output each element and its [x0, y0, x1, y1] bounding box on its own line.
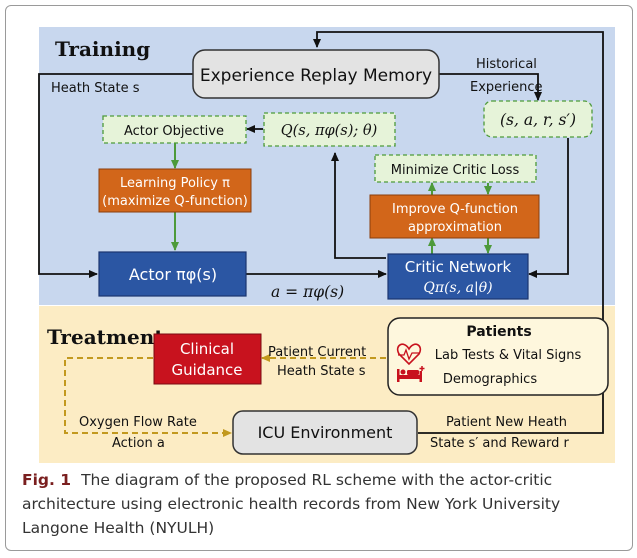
experience-replay-memory-label: Experience Replay Memory	[200, 66, 432, 86]
patients-title: Patients	[466, 324, 531, 340]
actor-objective-label: Actor Objective	[124, 124, 224, 139]
patients-labs-label: Lab Tests & Vital Signs	[435, 348, 582, 363]
learning-policy-line2: (maximize Q-function)	[102, 194, 248, 209]
heart-pulse-icon	[396, 343, 422, 366]
icu-environment-node: ICU Environment	[232, 410, 418, 455]
oxygen-flow-label: Oxygen Flow Rate	[79, 415, 197, 430]
experience-to-critic-arrow	[528, 138, 569, 278]
caption-text: The diagram of the proposed RL scheme wi…	[22, 471, 561, 537]
learning-policy-line1: Learning Policy π	[120, 176, 230, 191]
action-equation-label: a = πφ(s)	[271, 283, 344, 301]
patients-demographics-label: Demographics	[443, 372, 537, 387]
current-heath-state-label: Heath State s	[277, 364, 366, 379]
learning-policy-node: Learning Policy π (maximize Q-function)	[98, 168, 252, 213]
critic-network-line2: Qπ(s, a|θ)	[423, 280, 492, 296]
clinical-guidance-line2: Guidance	[172, 361, 243, 379]
minimize-critic-loss-node: Minimize Critic Loss	[374, 154, 537, 183]
q-value-node: Q(s, πφ(s); θ)	[263, 112, 396, 147]
new-state-reward-label: State s′ and Reward r	[430, 436, 570, 451]
actor-objective-node: Actor Objective	[102, 115, 247, 144]
critic-to-q-arrow	[331, 152, 386, 259]
treatment-title: Treatment	[47, 325, 164, 349]
sars-tuple-node: (s, a, r, s′)	[483, 100, 593, 138]
actor-label: Actor πφ(s)	[129, 265, 217, 284]
icu-to-replay-arrow	[313, 31, 604, 434]
patient-current-label: Patient Current	[268, 345, 366, 360]
experience-label: Experience	[470, 80, 543, 95]
improve-q-node: Improve Q-function approximation	[369, 194, 540, 239]
figure-number: Fig. 1	[22, 471, 72, 489]
clinical-guidance-line1: Clinical	[180, 340, 234, 358]
patients-node: Patients Lab Tests & Vital Signs Demogra…	[387, 317, 609, 396]
improve-q-line2: approximation	[408, 220, 502, 235]
improve-q-line1: Improve Q-function	[392, 202, 518, 217]
q-value-label: Q(s, πφ(s); θ)	[281, 123, 378, 139]
experience-replay-memory-node: Experience Replay Memory	[192, 49, 440, 99]
figure-frame	[5, 5, 633, 551]
minimize-critic-loss-label: Minimize Critic Loss	[391, 163, 520, 178]
icu-environment-label: ICU Environment	[258, 423, 393, 442]
actor-node: Actor πφ(s)	[98, 251, 247, 297]
heath-state-label: Heath State s	[51, 81, 140, 96]
guidance-to-icu-arrow	[64, 357, 232, 437]
critic-network-line1: Critic Network	[405, 258, 512, 276]
action-a-label: Action a	[112, 436, 165, 451]
hospital-bed-icon	[397, 366, 425, 382]
sars-tuple-label: (s, a, r, s′)	[500, 111, 576, 129]
replay-to-experience-arrow	[439, 73, 542, 101]
training-title: Training	[55, 37, 150, 61]
state-to-actor-arrow	[38, 73, 193, 278]
historical-label: Historical	[476, 57, 537, 72]
clinical-guidance-node: Clinical Guidance	[153, 333, 262, 385]
patient-new-heath-label: Patient New Heath	[446, 415, 567, 430]
critic-network-node: Critic Network Qπ(s, a|θ)	[387, 253, 529, 300]
